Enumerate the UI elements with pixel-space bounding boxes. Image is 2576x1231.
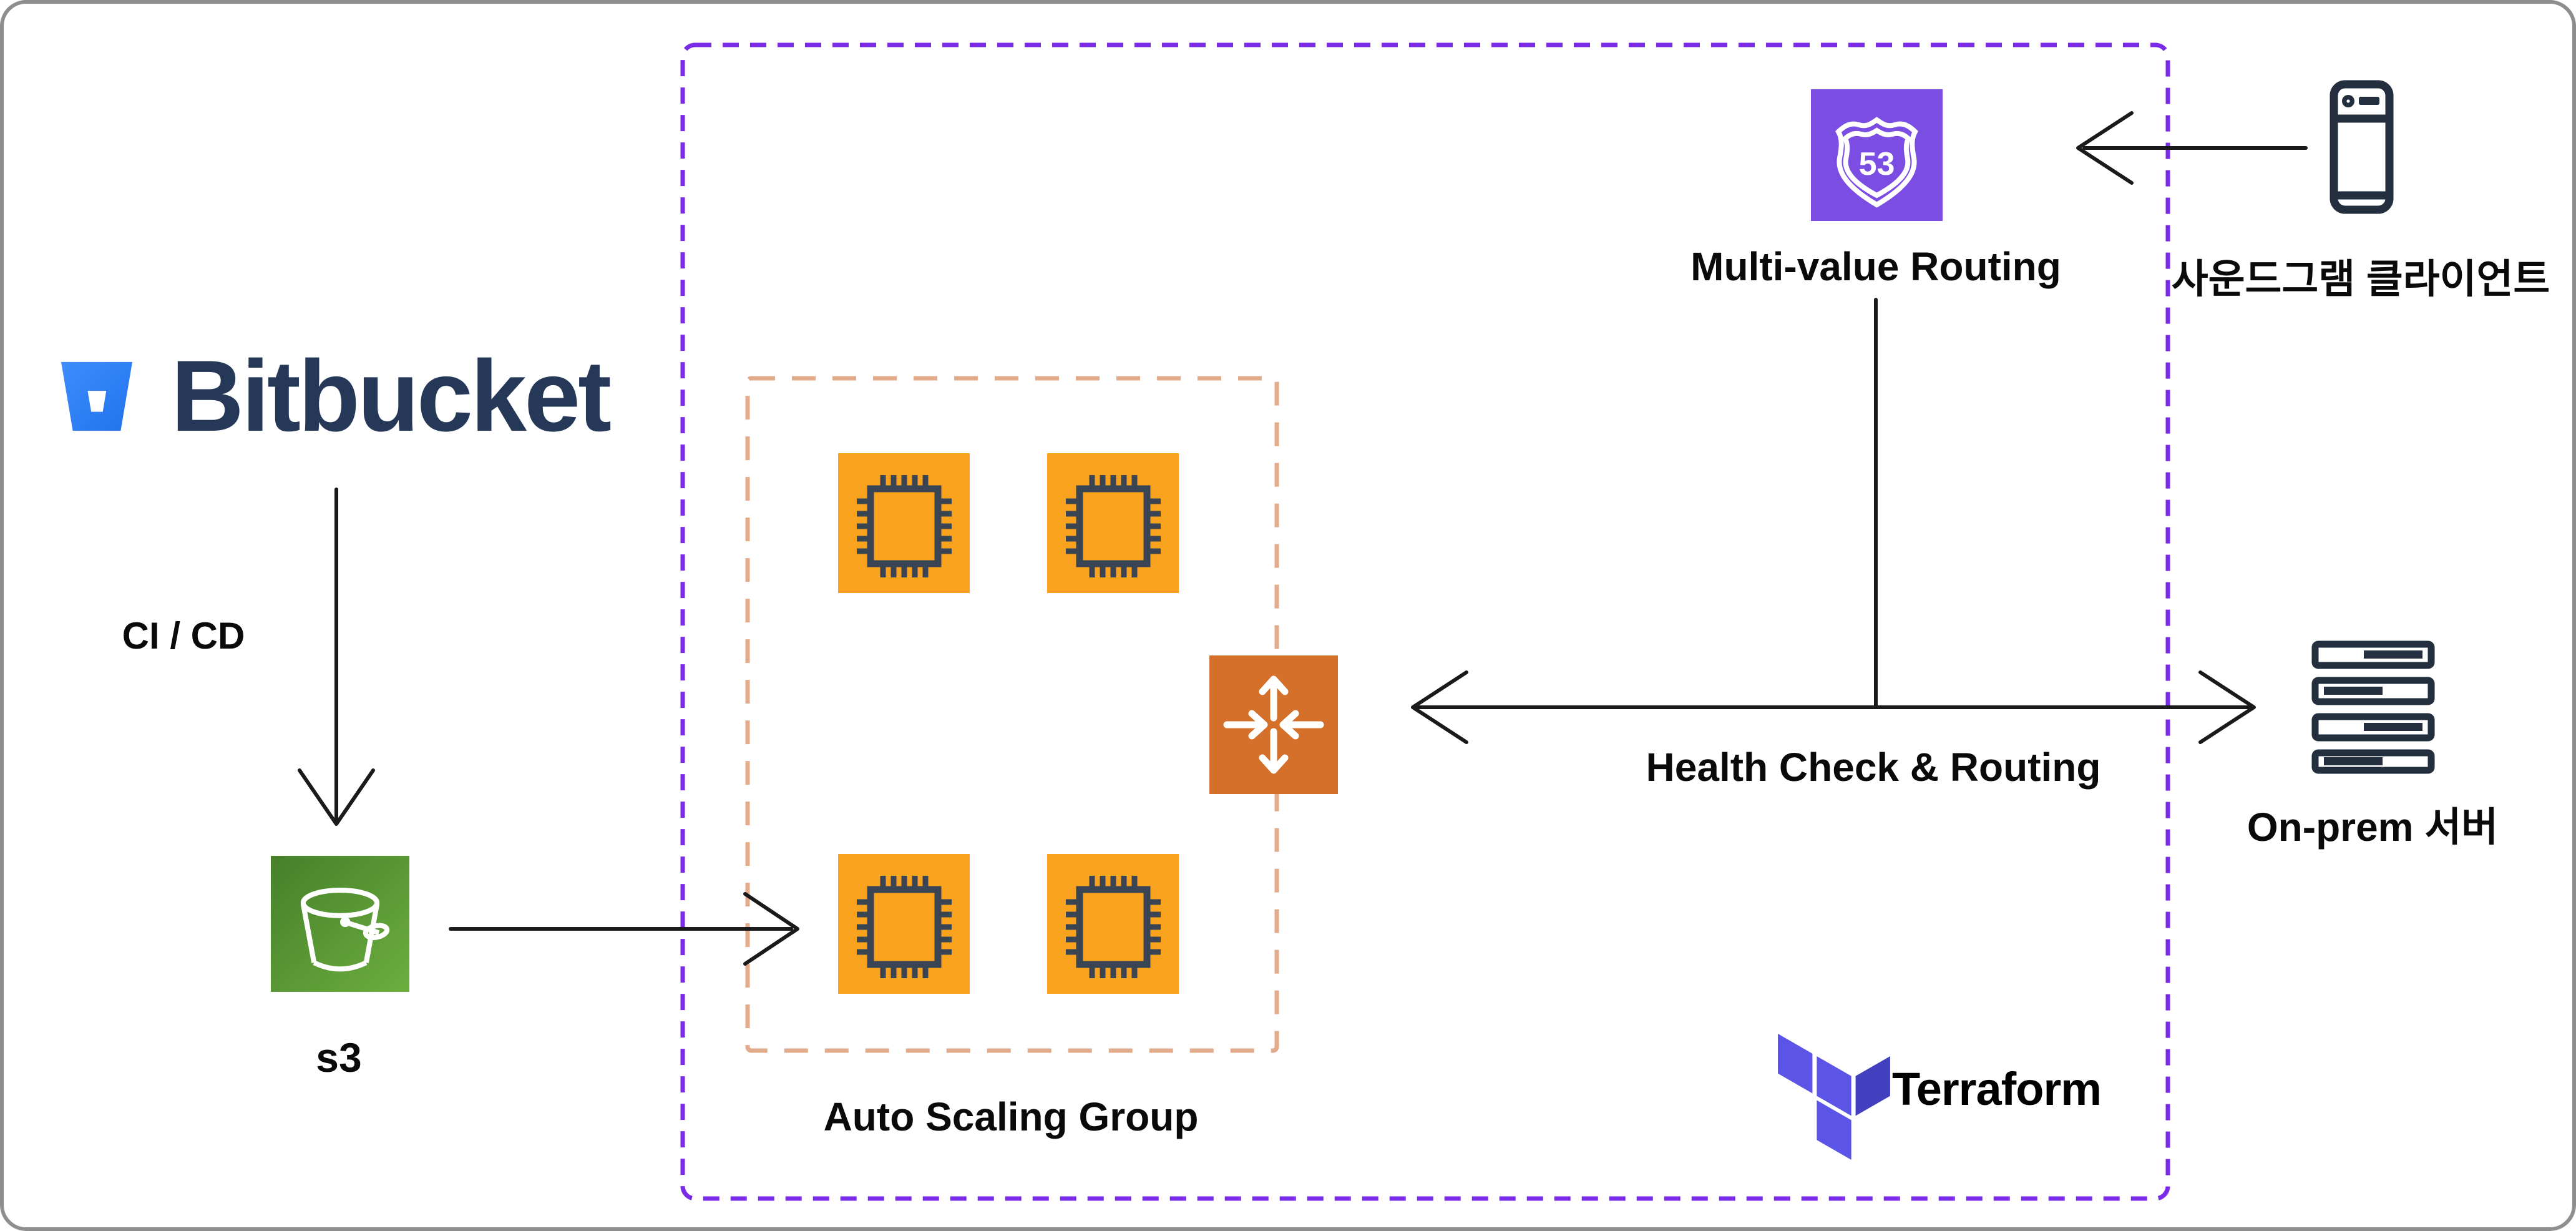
ec2-icon bbox=[1047, 854, 1179, 994]
ec2-icon bbox=[838, 854, 970, 994]
server-rack-icon bbox=[2311, 640, 2435, 774]
vpc-boundary bbox=[680, 42, 2170, 1201]
asg-label: Auto Scaling Group bbox=[823, 1094, 1199, 1139]
s3-bucket-icon bbox=[271, 856, 409, 992]
arrow-bitbucket-to-s3 bbox=[298, 488, 375, 826]
terraform-icon bbox=[1778, 1034, 1890, 1160]
route53-label: Multi-value Routing bbox=[1690, 244, 2061, 289]
mobile-client-icon bbox=[2330, 80, 2394, 214]
ci-cd-label: CI / CD bbox=[122, 615, 245, 657]
connector-layer bbox=[298, 42, 2308, 1201]
route53-icon: 53 bbox=[1811, 89, 1943, 221]
arrow-s3-to-asg bbox=[449, 892, 799, 966]
arrow-healthcheck-bidirectional bbox=[1411, 670, 2256, 744]
load-balancer-icon bbox=[1209, 655, 1338, 794]
asg-boundary bbox=[745, 376, 1279, 1053]
ec2-icon bbox=[838, 453, 970, 593]
bitbucket-icon bbox=[61, 361, 133, 431]
onprem-label: On-prem 서버 bbox=[2247, 805, 2499, 850]
arrow-client-to-route53 bbox=[2076, 111, 2308, 185]
svg-text:53: 53 bbox=[1859, 146, 1895, 182]
bitbucket-wordmark: Bitbucket bbox=[171, 340, 612, 453]
terraform-wordmark: Terraform bbox=[1892, 1063, 2102, 1115]
s3-label: s3 bbox=[316, 1034, 362, 1081]
healthcheck-label: Health Check & Routing bbox=[1646, 745, 2101, 790]
ec2-icon bbox=[1047, 453, 1179, 593]
client-label: 사운드그램 클라이언트 bbox=[2171, 257, 2550, 302]
